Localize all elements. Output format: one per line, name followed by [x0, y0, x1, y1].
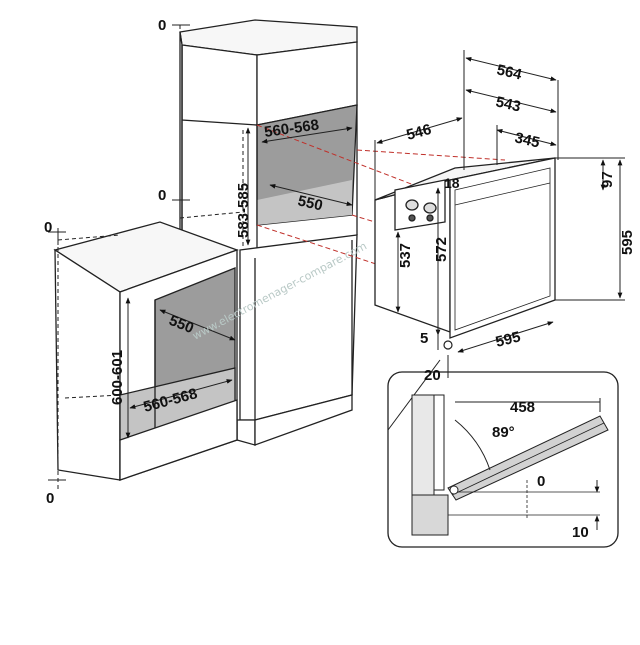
label-oven-offset-18: 18 — [444, 175, 460, 191]
label-oven-height-572: 572 — [433, 237, 450, 262]
label-under-bottom-clearance: 0 — [46, 490, 54, 507]
label-oven-width-595: 595 — [494, 328, 522, 351]
door-detail — [387, 359, 619, 548]
label-door-length: 458 — [510, 399, 535, 416]
label-column-side-clearance: 0 — [158, 187, 166, 204]
label-column-top-clearance: 0 — [158, 17, 166, 34]
label-under-top-clearance: 0 — [44, 219, 52, 236]
label-under-niche-height: 600-601 — [109, 350, 126, 405]
label-column-niche-height: 583-585 — [235, 183, 252, 238]
label-oven-depth-total: 564 — [495, 61, 524, 83]
label-door-angle: 89° — [492, 424, 515, 441]
label-oven-depth-543: 543 — [494, 93, 522, 115]
label-oven-height-97: 97 — [599, 171, 616, 188]
label-oven-gap-5: 5 — [420, 330, 428, 347]
label-door-clearance-0: 0 — [537, 473, 545, 490]
label-oven-height-537: 537 — [397, 243, 414, 268]
under-counter-cabinet — [53, 221, 239, 481]
label-oven-depth-345: 345 — [513, 129, 541, 151]
oven — [374, 157, 556, 339]
label-oven-depth-body: 546 — [405, 121, 434, 144]
oven-foot — [443, 340, 453, 350]
dimension-lines — [48, 24, 625, 481]
label-oven-height-595: 595 — [619, 230, 636, 255]
label-door-clearance-10: 10 — [572, 524, 589, 541]
label-column-niche-depth: 550 — [296, 192, 324, 214]
label-oven-door-20: 20 — [424, 367, 441, 384]
